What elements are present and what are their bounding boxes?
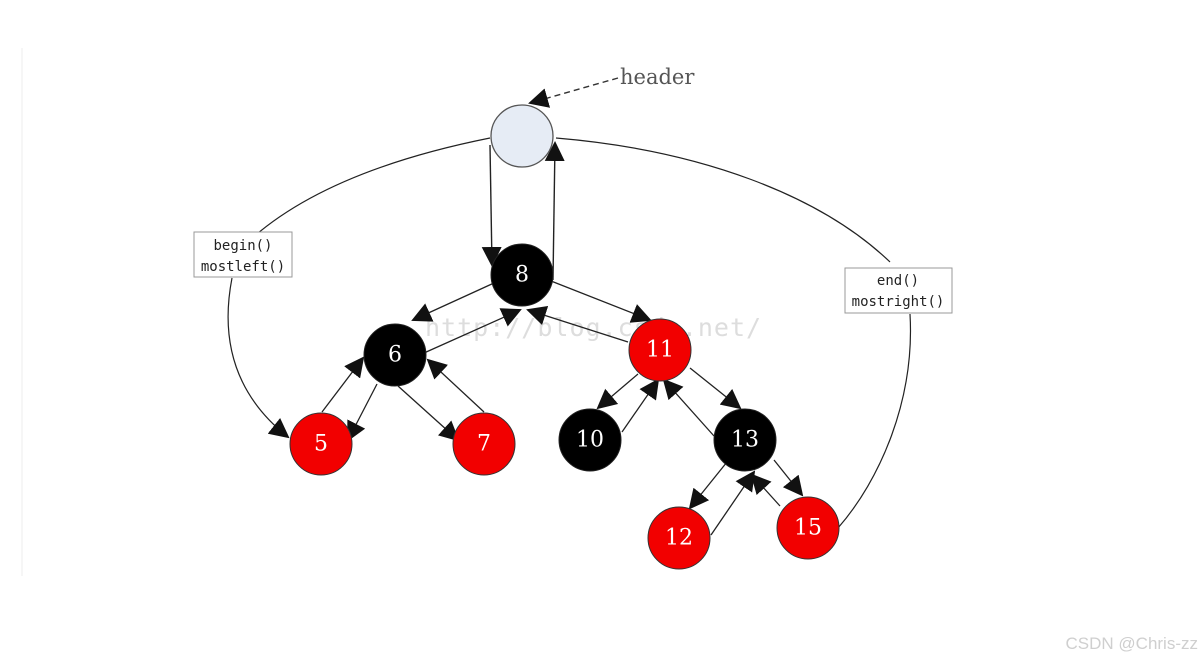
node-label: 13 [731, 428, 759, 453]
node-label: 6 [388, 343, 402, 368]
edge-n8-to-n6 [411, 282, 495, 322]
edge-n10-to-n11 [621, 378, 660, 433]
begin-label: begin() [213, 238, 272, 254]
curve-mostright-to-n15 [837, 313, 912, 529]
tree-node-6: 6 [363, 323, 427, 387]
edge-n13-to-n15 [773, 459, 804, 497]
edge-n5-to-n6 [321, 356, 365, 413]
header-node [490, 104, 554, 168]
edge-n6-to-n7 [397, 385, 460, 442]
edge-n12-to-n13 [710, 470, 756, 536]
edge-n11-to-n13 [689, 367, 742, 410]
edge-n11-to-n10 [596, 373, 639, 410]
node-label: 11 [646, 338, 674, 363]
edge-header-to-n8 [481, 144, 502, 267]
edge-n7-to-n6 [426, 358, 485, 413]
end-mostright-box: end() mostright() [844, 267, 953, 314]
node-label: 7 [477, 432, 491, 457]
tree-node-15: 15 [776, 496, 840, 560]
end-label: end() [877, 273, 919, 289]
begin-mostleft-box: begin() mostleft() [193, 231, 293, 278]
node-label: 8 [515, 263, 529, 288]
edge-n6-to-n5 [347, 383, 378, 442]
edge-n13-to-n12 [688, 461, 728, 510]
curve-mostleft-to-n5 [227, 277, 290, 439]
mostleft-label: mostleft() [201, 259, 285, 275]
tree-node-5: 5 [289, 412, 353, 476]
tree-node-13: 13 [713, 408, 777, 472]
node-label: 12 [665, 526, 693, 551]
csdn-credit: CSDN @Chris-zz [1066, 634, 1198, 653]
tree-node-12: 12 [647, 506, 711, 570]
node-label: 5 [314, 432, 328, 457]
tree-node-11: 11 [628, 318, 692, 382]
tree-node-7: 7 [452, 412, 516, 476]
edge-n13-to-n11 [662, 378, 715, 437]
node-label: 15 [794, 516, 822, 541]
tree-node-8: 8 [490, 243, 554, 307]
tree-node-10: 10 [558, 408, 622, 472]
mostright-label: mostright() [852, 294, 945, 310]
watermark: http://blog.csdn.net/ [425, 313, 762, 342]
edge-n8-to-header [544, 141, 565, 281]
header-pointer-arrow [528, 77, 619, 108]
header-label: header [620, 65, 695, 89]
edge-n15-to-n13 [750, 473, 781, 507]
edge-n6-to-n8 [423, 308, 522, 354]
node-label: 10 [576, 428, 604, 453]
edge-n11-to-n8 [526, 305, 629, 343]
curve-header-to-mostright [555, 137, 891, 263]
edge-n8-to-n11 [550, 280, 652, 323]
curve-header-to-mostleft [249, 137, 491, 241]
